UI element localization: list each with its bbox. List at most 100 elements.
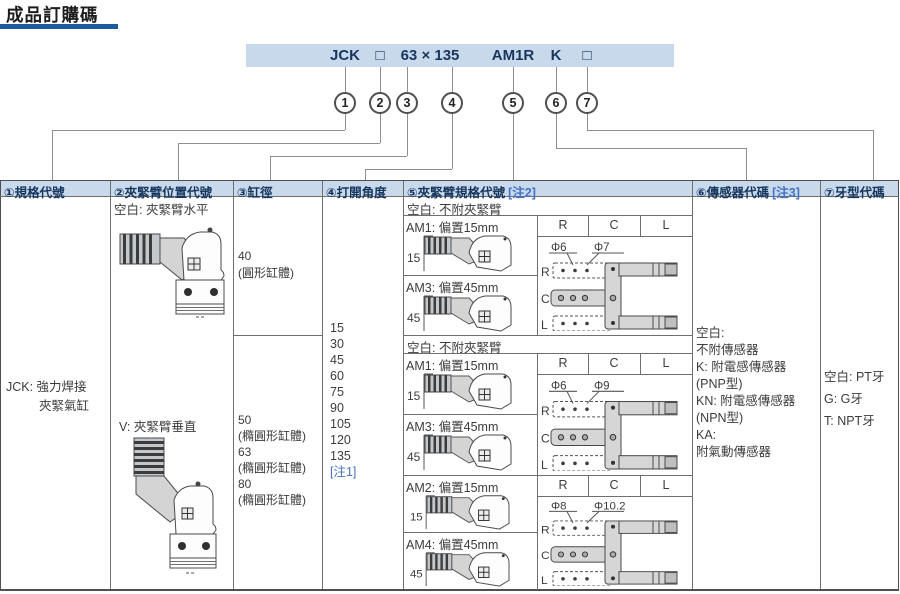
arm-label: AM3: 偏置45mm — [406, 420, 499, 434]
connector-line — [345, 114, 346, 130]
callout-circle-2: 2 — [369, 92, 391, 114]
svg-text:45: 45 — [407, 311, 421, 325]
code-blank-box-2: □ — [582, 47, 592, 64]
header-thread: ⑦牙型代碼 — [824, 185, 885, 200]
spec-code-text: JCK: 強力焊接 夾緊氣缸 — [6, 380, 90, 413]
table-header-row — [1, 181, 898, 196]
svg-text:Φ9: Φ9 — [594, 379, 610, 392]
connector-line — [587, 114, 588, 130]
arm-label: AM2: 偏置15mm — [406, 481, 499, 495]
arm-horizontal-label: 空白: 夾緊臂水平 — [114, 203, 209, 217]
connector-line — [365, 169, 366, 180]
rcl-header-r: R — [558, 478, 568, 492]
arm-label: AM1: 偏置15mm — [406, 221, 499, 235]
thread-type-cell: 空白: PT牙 G: G牙 T: NPT牙 — [824, 370, 885, 428]
rcl-header-l: L — [662, 478, 670, 492]
divider-line — [537, 236, 692, 237]
divider-line — [537, 374, 692, 375]
connector-line — [270, 156, 407, 157]
rcl-header-l: L — [662, 218, 670, 232]
rcl-header-c: C — [609, 218, 619, 232]
sensor-code-cell: 空白:不附傳感器 K: 附電感傳感器(PNP型) KN: 附電感傳感器(NPN型… — [696, 326, 796, 459]
connector-line — [380, 114, 381, 143]
svg-text:L: L — [541, 458, 548, 471]
header-arm-position: ②夾緊臂位置代號 — [114, 185, 213, 200]
svg-text:R: R — [541, 404, 550, 418]
connector-line — [873, 130, 874, 180]
svg-text:45: 45 — [407, 450, 421, 464]
note-1-ref: [注1] — [330, 465, 357, 479]
svg-text:L: L — [541, 318, 548, 331]
divider-line — [110, 181, 111, 589]
order-code-bar — [246, 44, 674, 67]
divider-line — [403, 275, 537, 276]
connector-line — [746, 148, 747, 180]
connector-line — [513, 114, 514, 180]
divider-line — [322, 181, 323, 589]
svg-text:15: 15 — [407, 251, 421, 265]
callout-circle-1: 1 — [334, 92, 356, 114]
connector-line — [587, 130, 873, 131]
divider-line — [588, 475, 589, 496]
arm-spec-blank-label: 空白: 不附夾緊臂 — [407, 203, 502, 217]
arm-label: AM4: 偏置45mm — [406, 538, 499, 552]
header-arm-spec: ⑤夾緊臂規格代號[注2] — [407, 185, 536, 200]
rcl-header-c: C — [609, 478, 619, 492]
divider-line — [233, 335, 322, 336]
callout-circle-4: 4 — [441, 92, 463, 114]
arm-offset-icon: 15 — [407, 373, 512, 410]
connector-line — [452, 67, 453, 92]
svg-text:C: C — [541, 431, 550, 445]
svg-text:Φ6: Φ6 — [551, 379, 567, 392]
header-angle: ④打開角度 — [326, 185, 387, 200]
rcl-header-l: L — [662, 356, 670, 370]
bore-oval-cell: 50(橢圓形缸體) 63(橢圓形缸體) 80(橢圓形缸體) — [238, 413, 306, 507]
callout-circle-6: 6 — [545, 92, 567, 114]
ordering-table — [0, 180, 899, 591]
divider-line — [403, 532, 537, 533]
connector-line — [365, 169, 452, 170]
note-2-ref: [注2] — [508, 185, 536, 200]
svg-text:C: C — [541, 549, 550, 562]
arm-vertical-label: V: 夾緊臂垂直 — [119, 420, 197, 434]
fork-diagram: Φ6 Φ9 R C L — [541, 379, 678, 471]
divider-line — [537, 215, 538, 335]
connector-line — [178, 143, 380, 144]
divider-line — [820, 181, 821, 589]
bore-round-cell: 40(圓形缸體) — [238, 249, 294, 280]
svg-text:45: 45 — [410, 569, 423, 581]
connector-line — [178, 143, 179, 180]
divider-line — [640, 353, 641, 374]
divider-line — [233, 181, 234, 589]
svg-text:Φ10.2: Φ10.2 — [594, 501, 626, 513]
divider-line — [588, 353, 589, 374]
arm-offset-icon: 45 — [407, 295, 512, 332]
header-sensor: ⑥傳感器代碼[注3] — [696, 185, 800, 200]
code-blank-box-1: □ — [375, 47, 385, 64]
connector-line — [556, 67, 557, 92]
divider-line — [537, 496, 692, 497]
clamp-horizontal-drawing — [119, 227, 225, 318]
divider-line — [692, 181, 693, 589]
callout-circle-3: 3 — [396, 92, 418, 114]
divider-line — [403, 215, 692, 216]
svg-text:15: 15 — [410, 512, 423, 524]
divider-line — [403, 335, 692, 336]
arm-label: AM3: 偏置45mm — [406, 281, 499, 295]
svg-text:R: R — [541, 265, 550, 279]
svg-text:Φ8: Φ8 — [551, 501, 567, 513]
fork-diagram: Φ6 Φ7 R C L — [541, 242, 678, 331]
divider-line — [537, 353, 538, 590]
note-3-ref: [注3] — [772, 185, 800, 200]
title-underline — [0, 24, 118, 29]
arm-offset-icon: 45 — [410, 552, 510, 587]
svg-text:L: L — [541, 574, 548, 586]
header-spec: ①規格代號 — [4, 185, 65, 200]
connector-line — [587, 67, 588, 92]
rcl-header-r: R — [558, 356, 568, 370]
connector-line — [380, 67, 381, 92]
connector-line — [556, 148, 746, 149]
code-sensor: K — [550, 47, 562, 64]
